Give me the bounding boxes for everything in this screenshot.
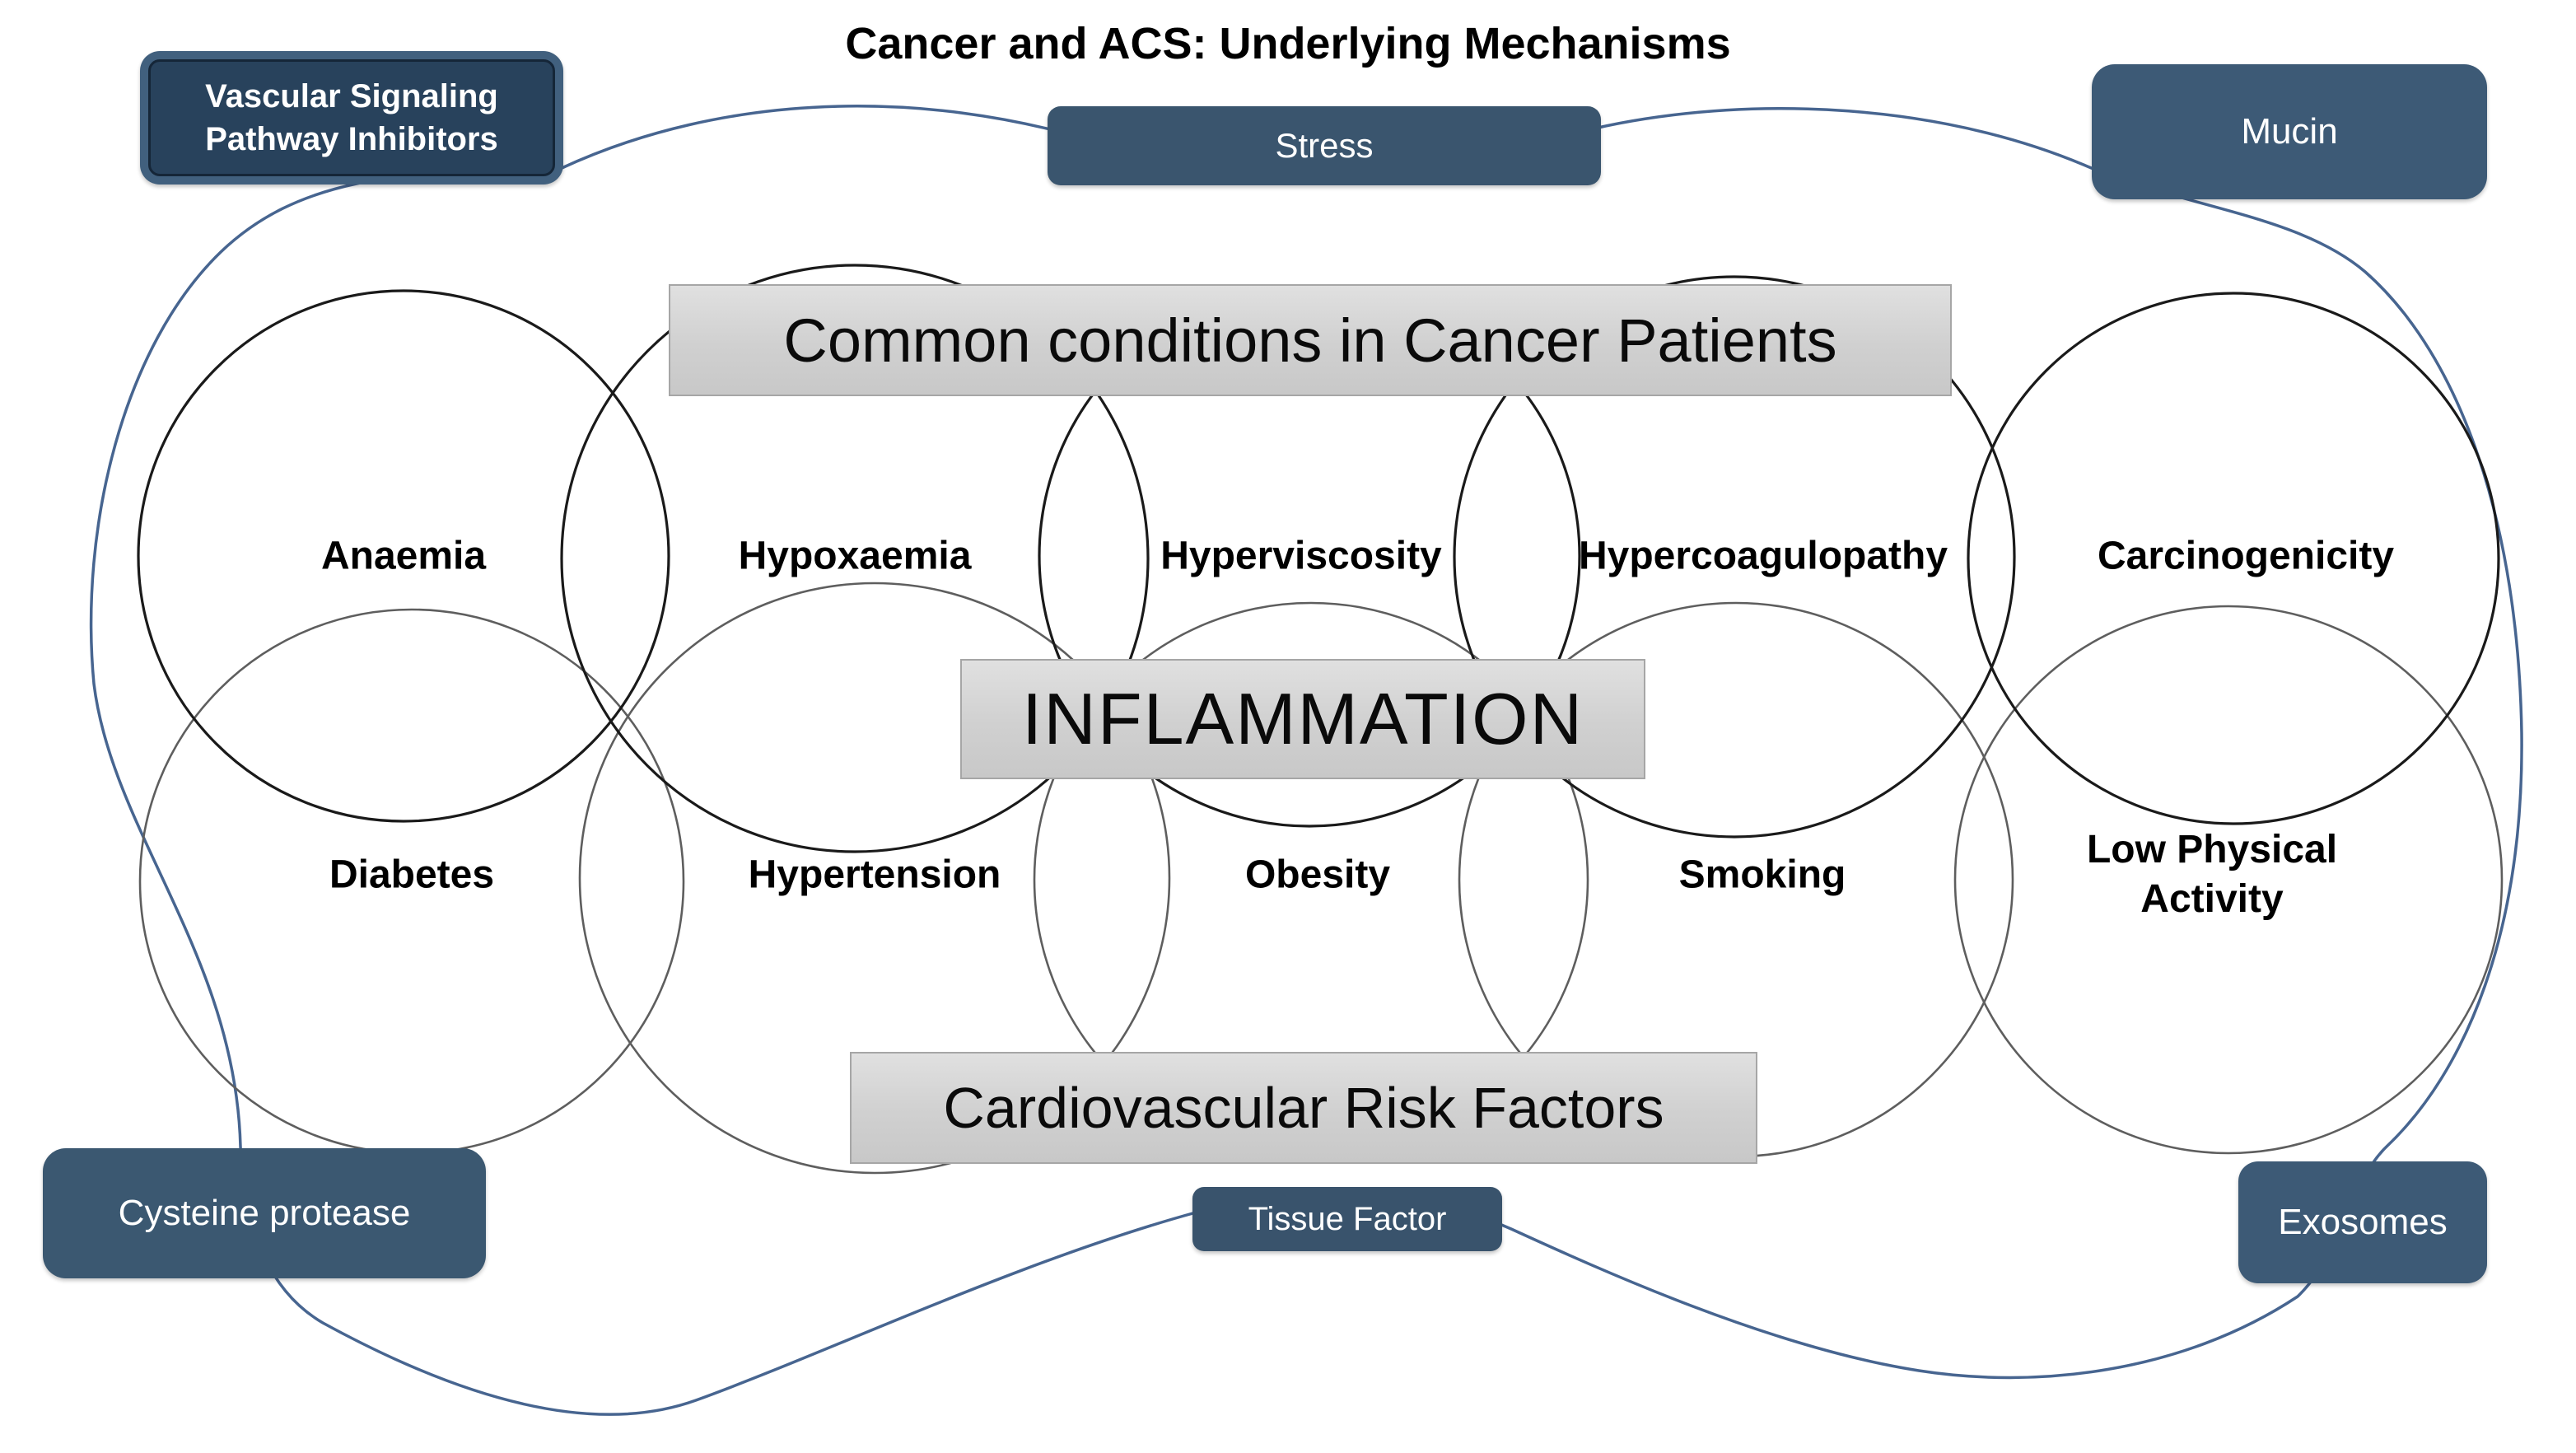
node-mucin: Mucin xyxy=(2092,64,2487,199)
label-obesity: Obesity xyxy=(1244,853,1391,897)
banner-inflammation: INFLAMMATION xyxy=(960,659,1645,779)
label-hyperviscosity: Hyperviscosity xyxy=(1160,534,1442,578)
label-low-physical-activity: Low Physical Activity xyxy=(2086,828,2338,921)
label-hypertension: Hypertension xyxy=(748,853,1001,897)
node-stress: Stress xyxy=(1048,106,1601,185)
label-smoking: Smoking xyxy=(1678,853,1846,897)
node-cysteine-label: Cysteine protease xyxy=(118,1193,411,1233)
banner-common-conditions-label: Common conditions in Cancer Patients xyxy=(783,306,1837,375)
circle-low-physical-activity xyxy=(1953,605,2504,1155)
node-vascular-signaling-pathway-inhibitors: Vascular Signaling Pathway Inhibitors xyxy=(140,51,563,185)
node-vascular-inner-panel: Vascular Signaling Pathway Inhibitors xyxy=(148,59,555,176)
node-cysteine-protease: Cysteine protease xyxy=(43,1148,486,1278)
banner-cardiovascular-risk-factors: Cardiovascular Risk Factors xyxy=(850,1052,1757,1164)
node-exosomes-label: Exosomes xyxy=(2278,1202,2448,1242)
label-diabetes: Diabetes xyxy=(329,853,495,897)
label-carcinogenicity: Carcinogenicity xyxy=(2097,534,2395,578)
circle-hypertension xyxy=(578,582,1171,1175)
page-title: Cancer and ACS: Underlying Mechanisms xyxy=(845,19,1731,68)
label-hypercoagulopathy: Hypercoagulopathy xyxy=(1578,534,1948,578)
node-vascular-label-line2: Pathway Inhibitors xyxy=(205,121,498,157)
node-exosomes: Exosomes xyxy=(2238,1161,2487,1283)
circle-hypoxaemia xyxy=(560,264,1150,853)
banner-cardiovascular-label: Cardiovascular Risk Factors xyxy=(943,1076,1664,1140)
node-stress-label: Stress xyxy=(1275,126,1374,165)
node-tissue-factor: Tissue Factor xyxy=(1192,1187,1502,1251)
node-vascular-label-line1: Vascular Signaling xyxy=(205,78,498,114)
banner-inflammation-label: INFLAMMATION xyxy=(1021,678,1584,759)
circle-anaemia xyxy=(137,289,670,823)
label-anaemia: Anaemia xyxy=(320,534,487,578)
banner-common-conditions: Common conditions in Cancer Patients xyxy=(669,284,1952,396)
connector-loop xyxy=(89,105,2523,1416)
label-hypoxaemia: Hypoxaemia xyxy=(738,534,972,578)
node-tissue-factor-label: Tissue Factor xyxy=(1248,1200,1447,1237)
node-mucin-label: Mucin xyxy=(2241,111,2338,152)
circle-carcinogenicity xyxy=(1967,292,2500,825)
circle-hypercoagulopathy xyxy=(1453,275,2016,839)
